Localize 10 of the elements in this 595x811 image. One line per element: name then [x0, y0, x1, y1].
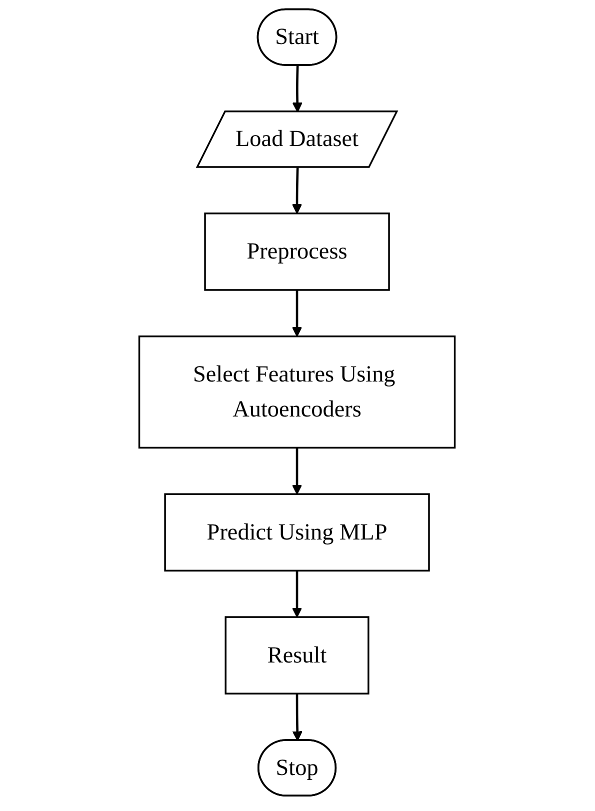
node-box: Result	[225, 616, 370, 694]
node-box: Predict Using MLP	[164, 493, 430, 572]
arrow	[292, 290, 303, 337]
node-box: Preprocess	[204, 212, 390, 291]
arrow	[292, 66, 303, 112]
node-box: Select Features Using Autoencoders	[138, 336, 456, 449]
arrow	[292, 448, 303, 495]
arrow	[292, 570, 303, 618]
arrow	[292, 694, 303, 742]
arrow	[292, 168, 303, 214]
